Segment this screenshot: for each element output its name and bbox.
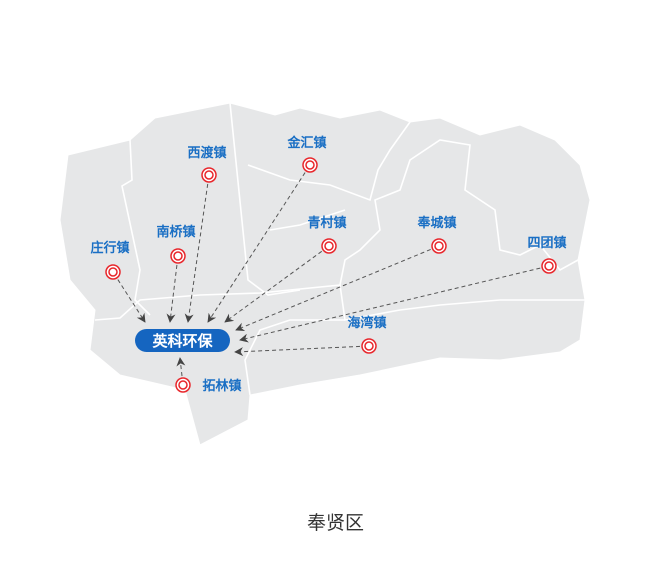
target-circle-icon [302,157,318,173]
town-label: 四团镇 [527,235,566,251]
arrow-line [207,172,306,323]
target-circle-icon [305,160,315,170]
target-circle-icon [108,267,118,277]
target-circle-icon [324,241,334,251]
town-label: 庄行镇 [90,240,129,256]
town-marker[interactable]: 拓林镇 [175,377,242,394]
connection-arrows [117,172,541,377]
town-label: 海湾镇 [347,315,386,331]
target-circle-icon [170,248,186,264]
arrow-line [235,248,431,332]
target-circle-icon [204,170,214,180]
town-label: 西渡镇 [187,145,226,161]
target-circle-icon [321,238,337,254]
town-marker[interactable]: 南桥镇 [156,224,196,264]
town-marker[interactable]: 青村镇 [307,215,347,254]
arrow-line [184,183,209,323]
town-marker[interactable]: 四团镇 [527,235,567,274]
target-circle-icon [434,241,444,251]
township-borders [94,102,585,396]
town-marker[interactable]: 奉城镇 [416,215,457,254]
arrow-line [224,250,323,323]
town-label: 金汇镇 [286,135,326,151]
target-circle-icon [541,258,557,274]
town-label: 奉城镇 [416,215,456,231]
arrow-line [166,264,178,323]
town-label: 青村镇 [307,215,346,231]
town-marker[interactable]: 金汇镇 [286,135,327,173]
target-circle-icon [201,167,217,183]
town-marker[interactable]: 西渡镇 [187,145,227,183]
target-circle-icon [361,338,377,354]
arrow-line [176,357,186,377]
target-circle-icon [175,377,191,393]
town-marker[interactable]: 庄行镇 [90,240,130,280]
town-label: 拓林镇 [202,378,241,394]
town-label: 南桥镇 [156,224,195,240]
target-circle-icon [178,380,188,390]
target-circle-icon [431,238,447,254]
company-label: 英科环保 [152,332,213,350]
target-circle-icon [173,251,183,261]
arrow-line [239,267,541,343]
company-badge[interactable]: 英科环保 [135,329,230,352]
target-circle-icon [105,264,121,280]
target-circle-icon [364,341,374,351]
district-title: 奉贤区 [306,512,364,534]
town-marker[interactable]: 海湾镇 [347,315,387,354]
arrow-line [117,279,146,323]
target-circle-icon [544,261,554,271]
